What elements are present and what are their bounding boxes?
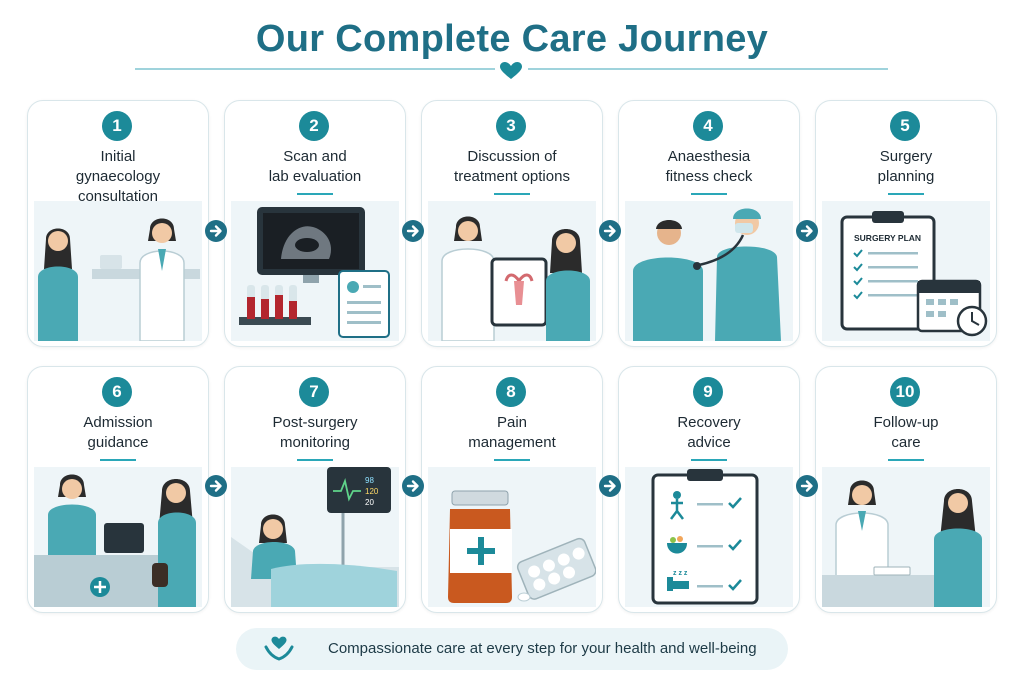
follow-up-icon — [822, 467, 990, 607]
step-number-badge: 5 — [890, 111, 920, 141]
footer-banner: Compassionate care at every step for you… — [236, 628, 788, 670]
arrow-right-icon — [205, 220, 227, 242]
step-number-badge: 8 — [496, 377, 526, 407]
label-underline — [888, 193, 924, 195]
title-divider-right — [528, 68, 888, 70]
admission-desk-icon — [34, 467, 202, 607]
step-label-line: lab evaluation — [269, 168, 362, 185]
step-label-line: Recovery — [677, 414, 740, 431]
step-label-line: monitoring — [280, 434, 350, 451]
svg-text:98: 98 — [365, 476, 374, 485]
step-number-badge: 3 — [496, 111, 526, 141]
label-underline — [494, 459, 530, 461]
step-number-badge: 9 — [693, 377, 723, 407]
step-label-line: care — [891, 434, 920, 451]
step-number-badge: 4 — [693, 111, 723, 141]
step-label-line: Post-surgery — [272, 414, 357, 431]
medication-icon — [428, 467, 596, 607]
step-label-line: Surgery — [880, 148, 933, 165]
svg-text:20: 20 — [365, 498, 374, 507]
label-underline — [888, 459, 924, 461]
step-label: Follow-up care — [822, 413, 990, 453]
label-underline — [691, 193, 727, 195]
heart-icon — [500, 62, 522, 80]
step-number-badge: 7 — [299, 377, 329, 407]
step-label-line: guidance — [88, 434, 149, 451]
step-label: Recovery advice — [625, 413, 793, 453]
step-number-badge: 1 — [102, 111, 132, 141]
step-label-line: Anaesthesia — [668, 148, 751, 165]
svg-text:120: 120 — [365, 487, 379, 496]
label-underline — [691, 459, 727, 461]
step-label: Discussion of treatment options — [428, 147, 596, 187]
recovery-checklist-icon: z z z — [625, 467, 793, 607]
svg-text:SURGERY PLAN: SURGERY PLAN — [854, 233, 921, 243]
label-underline — [494, 193, 530, 195]
arrow-right-icon — [402, 220, 424, 242]
arrow-right-icon — [796, 475, 818, 497]
step-label-line: gynaecology — [76, 168, 160, 185]
step-label-line: Pain — [497, 414, 527, 431]
step-label-line: fitness check — [666, 168, 753, 185]
consultation-icon — [34, 201, 202, 341]
step-label-line: Discussion of — [467, 148, 556, 165]
arrow-right-icon — [599, 475, 621, 497]
arrow-right-icon — [599, 220, 621, 242]
treatment-discussion-icon — [428, 201, 596, 341]
surgery-plan-icon: SURGERY PLAN — [822, 201, 990, 341]
step-label: Surgery planning — [822, 147, 990, 187]
step-label-line: treatment options — [454, 168, 570, 185]
heart-hands-icon — [264, 635, 294, 663]
step-label: Pain management — [428, 413, 596, 453]
step-label-line: management — [468, 434, 556, 451]
step-label: Anaesthesia fitness check — [625, 147, 793, 187]
ultrasound-lab-icon — [231, 201, 399, 341]
title-divider-left — [135, 68, 495, 70]
footer-text: Compassionate care at every step for you… — [328, 640, 757, 657]
label-underline — [297, 459, 333, 461]
stethoscope-check-icon — [625, 201, 793, 341]
label-underline — [297, 193, 333, 195]
step-label-line: Admission — [83, 414, 152, 431]
step-label-line: Initial — [100, 148, 135, 165]
step-label-line: Follow-up — [873, 414, 938, 431]
step-label-line: advice — [687, 434, 730, 451]
step-number-badge: 6 — [102, 377, 132, 407]
step-number-badge: 10 — [890, 377, 920, 407]
step-label: Post-surgery monitoring — [231, 413, 399, 453]
arrow-right-icon — [205, 475, 227, 497]
label-underline — [100, 459, 136, 461]
page-title: Our Complete Care Journey — [0, 18, 1024, 61]
svg-text:z z z: z z z — [673, 570, 688, 577]
arrow-right-icon — [402, 475, 424, 497]
step-label-line: planning — [878, 168, 935, 185]
step-label: Scan and lab evaluation — [231, 147, 399, 187]
arrow-right-icon — [796, 220, 818, 242]
step-number-badge: 2 — [299, 111, 329, 141]
step-label-line: Scan and — [283, 148, 346, 165]
patient-monitor-icon: 98 120 20 — [231, 467, 399, 607]
step-label: Admission guidance — [34, 413, 202, 453]
